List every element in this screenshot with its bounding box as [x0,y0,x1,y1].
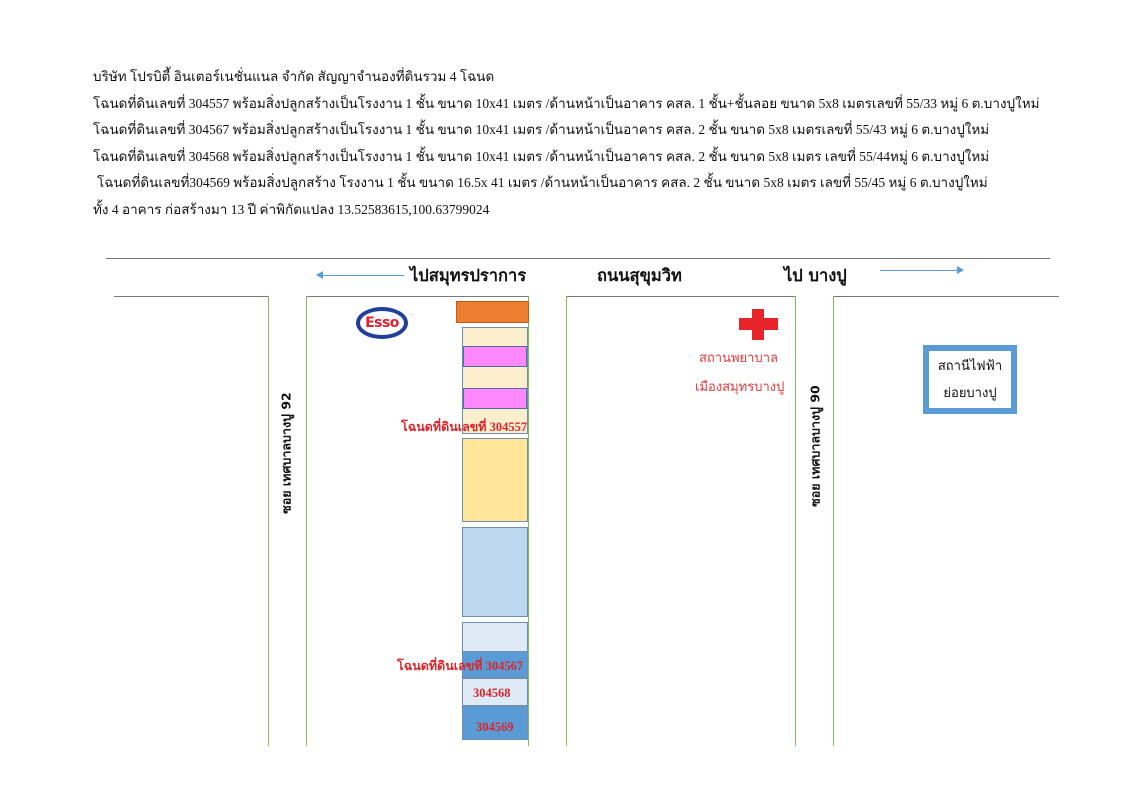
road-edge [306,296,528,297]
arrow-right-icon [880,266,964,274]
soi-92-label: ซอย เทศบาลบางปู 92 [278,392,294,514]
soi-90-left-edge [795,296,796,746]
substation-label-line1: สถานีไฟฟ้า [937,359,1003,374]
soi-90-label: ซอย เทศบาลบางปู 90 [807,385,823,507]
plot-304557-frame [462,327,528,434]
road-edge [566,296,795,297]
trademark-mark: ™ [409,313,413,318]
plot-row-opposite-edge [566,296,567,746]
esso-logo-icon: Esso [356,307,408,339]
road-edge [114,296,269,297]
road-edge [833,296,1059,297]
deed-line-304567: โฉนดที่ดินเลขที่ 304567 พร้อมสิ่งปลูกสร้… [93,122,990,137]
deed-line-304569: โฉนดที่ดินเลขที่304569 พร้อมสิ่งปลูกสร้า… [97,175,988,190]
company-line: บริษัท โปรบิตี้ อินเตอร์เนชั่นแนล จำกัด … [93,69,495,84]
description-block: บริษัท โปรบิตี้ อินเตอร์เนชั่นแนล จำกัด … [93,64,1040,223]
plot-block-yellow [462,438,528,522]
road-label-sukhumvit: ถนนสุขุมวิท [597,266,682,285]
plot-304569-block [462,706,528,740]
deed-line-304557: โฉนดที่ดินเลขที่ 304557 พร้อมสิ่งปลูกสร้… [93,95,1040,111]
road-label-to-samut-prakan: ไปสมุทรปราการ [410,266,527,285]
soi-92-left-edge [268,296,269,746]
arrow-left-icon [316,271,404,279]
plot-label-304567: โฉนดที่ดินเลขที่ 304567 [397,659,524,673]
plot-block-light-blue [462,527,528,617]
plot-label-304557: โฉนดที่ดินเลขที่ 304557 [401,420,528,434]
soi-92-right-edge [306,296,307,746]
red-cross-icon-bar [739,318,778,330]
plot-row-right-edge [528,296,529,746]
plot-label-304569: 304569 [476,720,514,734]
plot-label-304568: 304568 [473,686,511,700]
hospital-label-line1: สถานพยาบาล [699,351,778,366]
substation-label-line2: ย่อยบางปู [943,386,997,401]
plot-block-pale-blue [462,622,528,652]
map-top-border [106,258,1050,259]
plot-304568-block [462,678,528,706]
plot-block-pink [463,388,527,409]
substation-box: สถานีไฟฟ้า ย่อยบางปู [923,345,1017,414]
hospital-label-line2: เมืองสมุทรบางปู [695,380,785,395]
plot-block-orange [456,301,529,323]
plot-304567-block [462,651,528,678]
deed-line-304568: โฉนดที่ดินเลขที่ 304568 พร้อมสิ่งปลูกสร้… [93,148,990,164]
summary-line: ทั้ง 4 อาคาร ก่อสร้างมา 13 ปี ค่าพิกัดแป… [93,201,490,217]
soi-90-right-edge [833,296,834,746]
road-label-to-bang-pu: ไป บางปู [784,266,847,285]
plot-block-pink [463,346,527,367]
